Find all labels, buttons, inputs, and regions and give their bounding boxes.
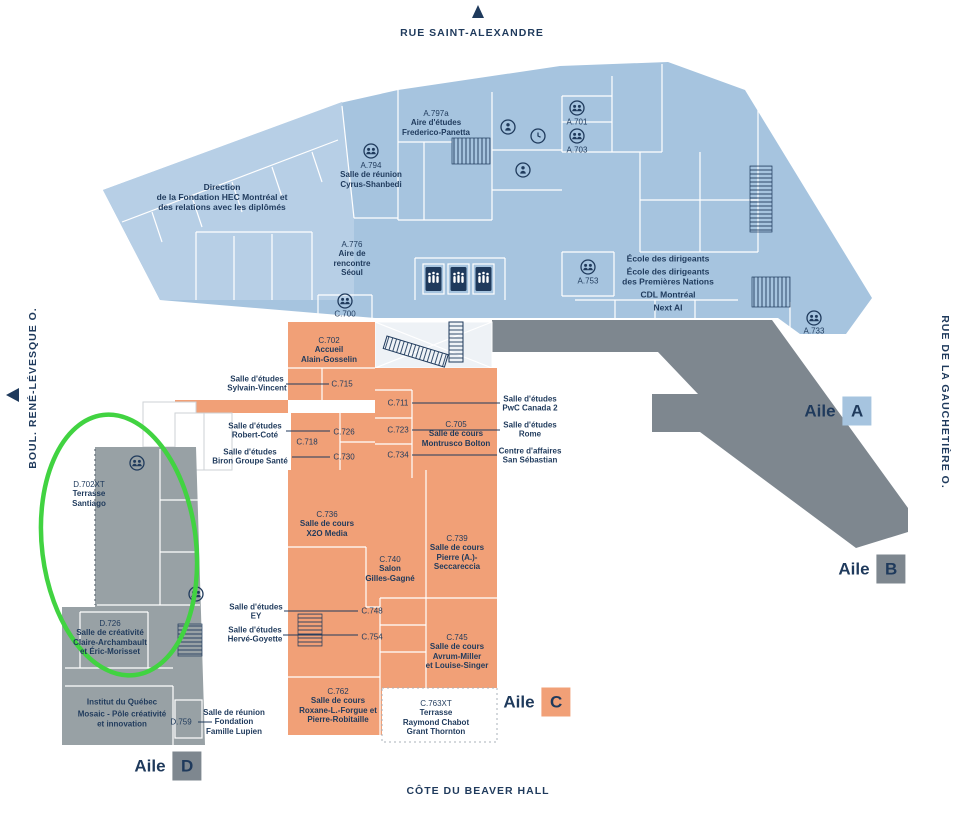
staircase-icon bbox=[451, 137, 491, 165]
wing-d-walls bbox=[65, 449, 200, 745]
room-d759-shape bbox=[174, 699, 203, 739]
wing-a-walls bbox=[121, 64, 791, 332]
staircase-icon bbox=[751, 276, 791, 308]
elevator-bank-icon bbox=[422, 263, 495, 295]
escalator-icon bbox=[382, 335, 449, 368]
staircase-icon bbox=[749, 165, 773, 233]
wing-d-shape bbox=[62, 401, 233, 745]
escalator-area bbox=[374, 321, 493, 369]
wing-c-shape bbox=[175, 322, 498, 743]
highlight-ellipse bbox=[38, 412, 200, 678]
terrace-c763xt-shape bbox=[381, 687, 498, 743]
staircase-icon bbox=[297, 613, 323, 647]
north-arrow-icon bbox=[472, 5, 484, 18]
escalator-icon bbox=[448, 321, 464, 363]
leader-lines bbox=[198, 383, 500, 723]
wing-c-walls bbox=[288, 367, 497, 735]
wing-a-shape bbox=[103, 62, 872, 334]
west-arrow-icon bbox=[6, 388, 19, 402]
wing-b-shape bbox=[492, 320, 908, 548]
